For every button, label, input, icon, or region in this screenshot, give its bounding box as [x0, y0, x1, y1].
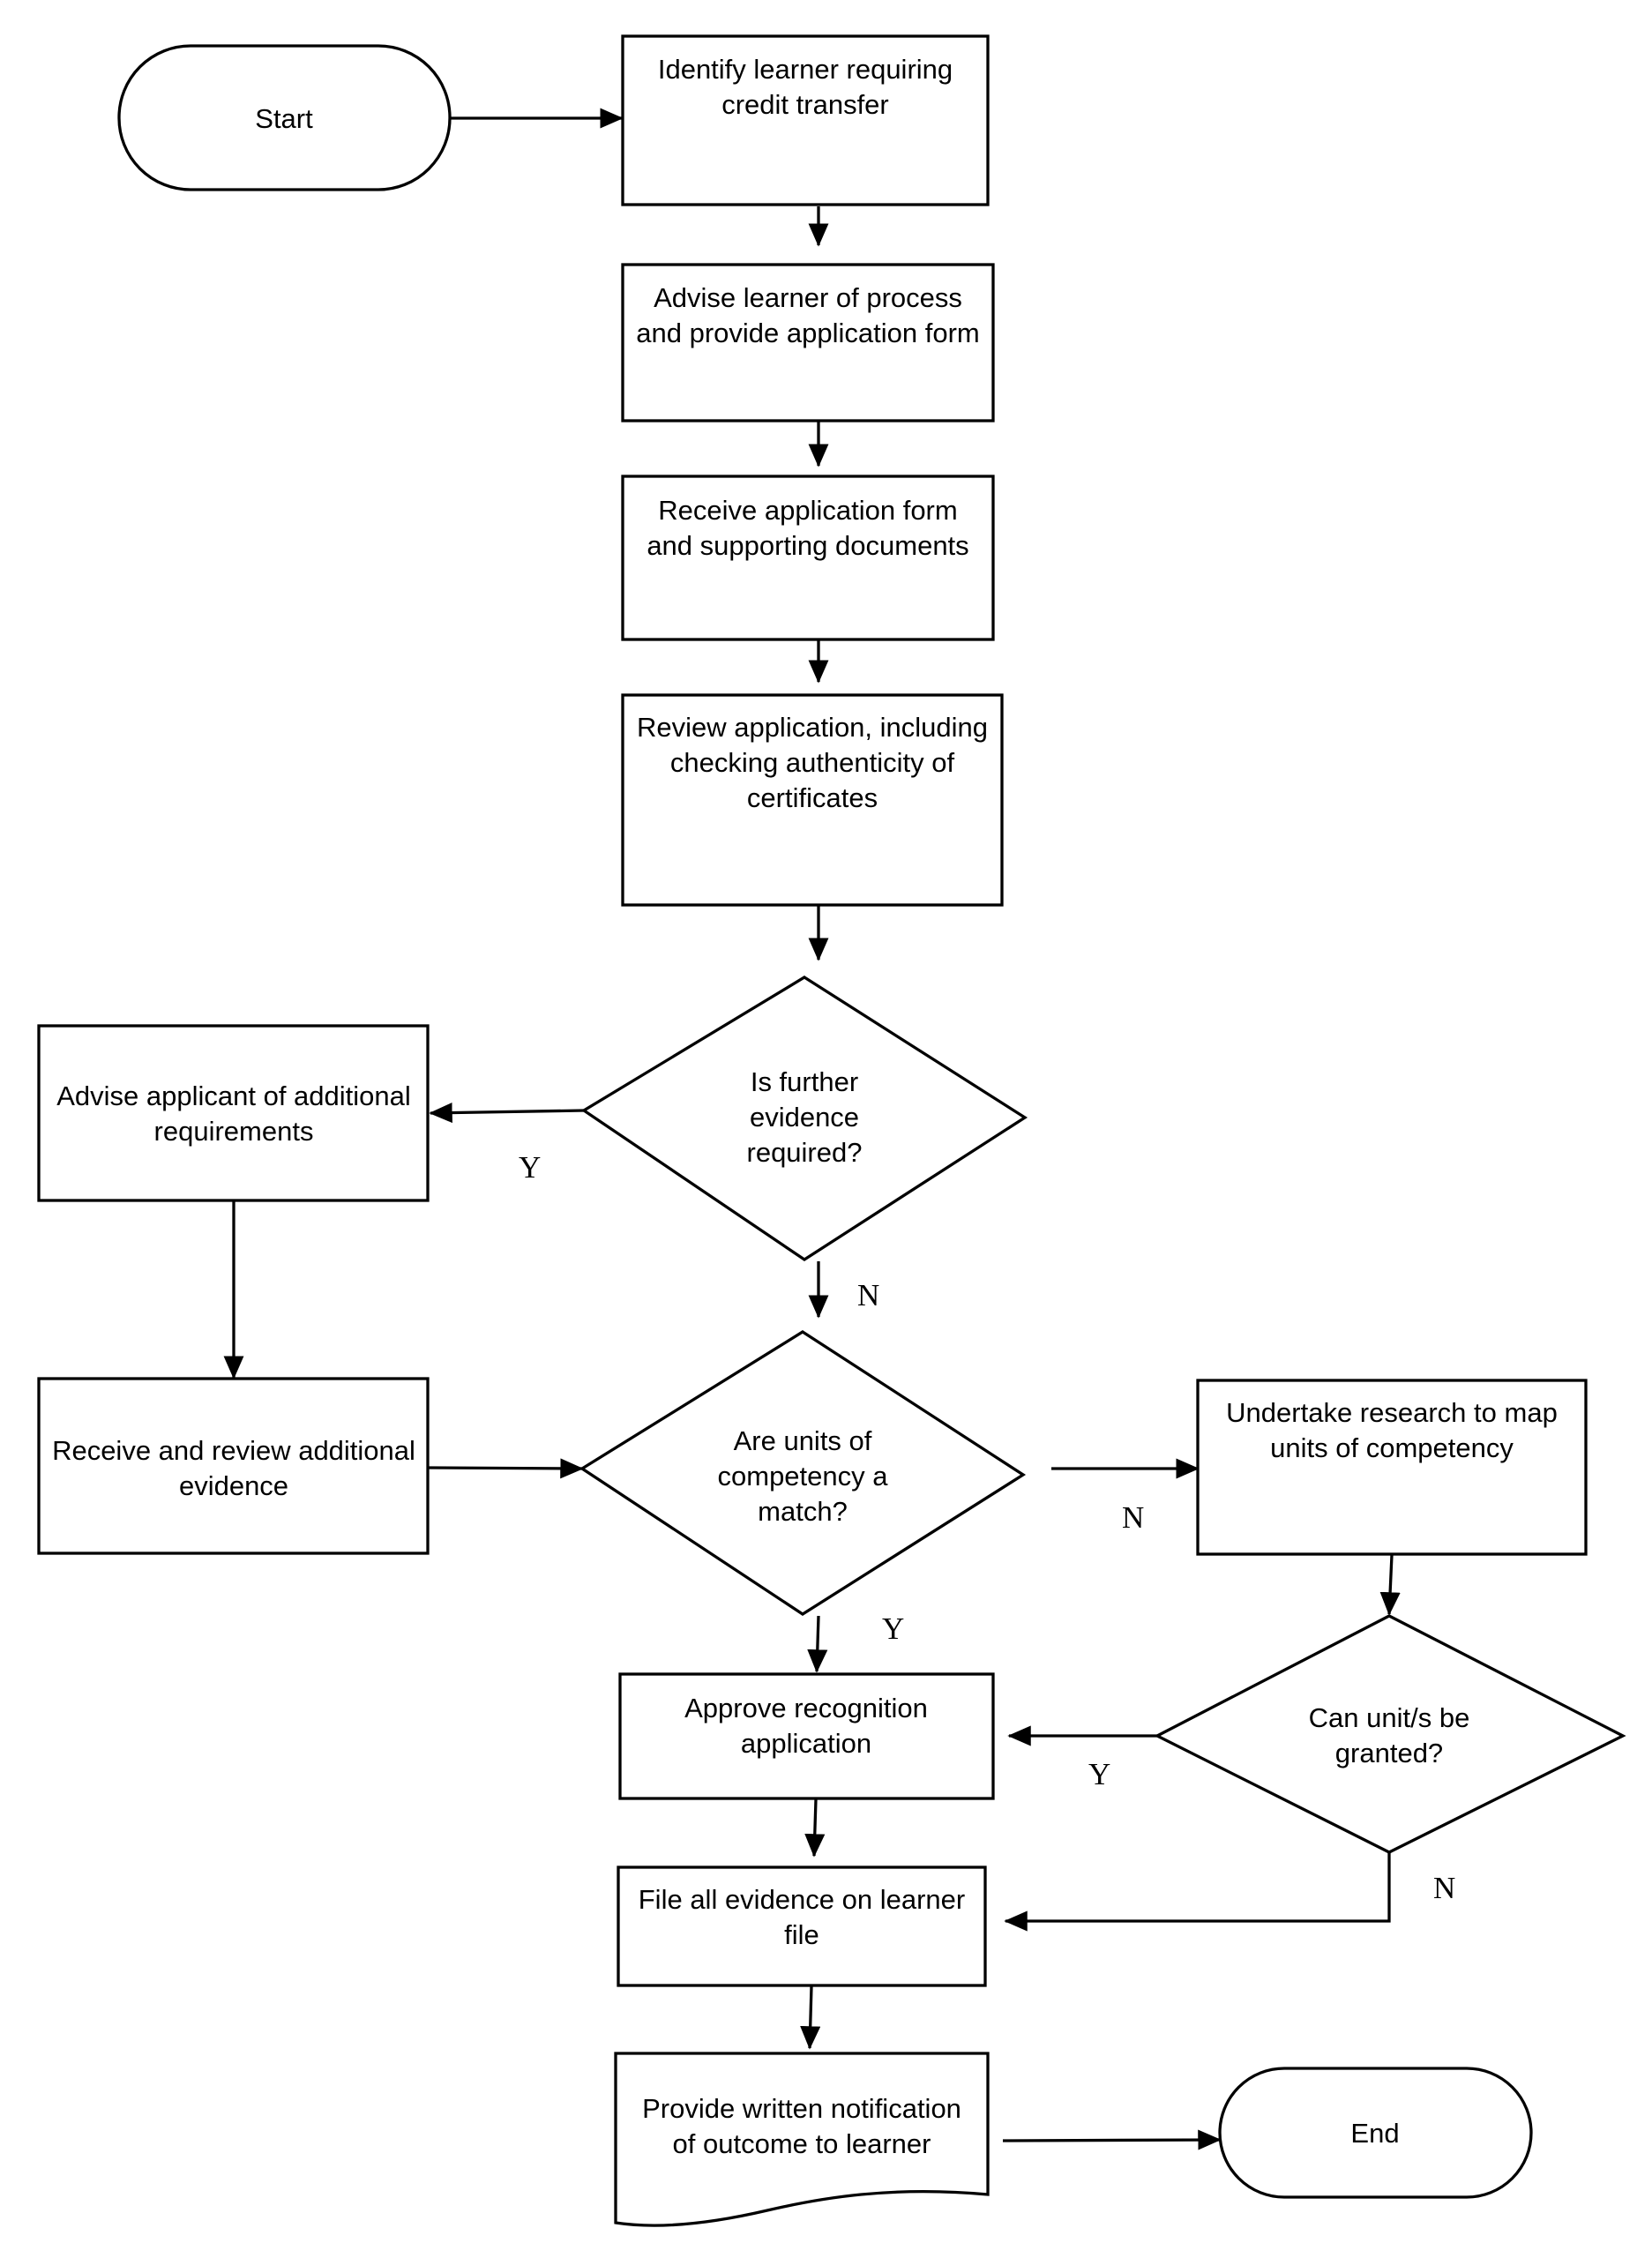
decision-can-grant-text: Can unit/s be granted?: [1309, 1702, 1470, 1768]
decision-can-grant: Can unit/s be granted?: [1154, 1614, 1626, 1854]
decision-can-grant-text-line: Can unit/s be: [1309, 1702, 1470, 1733]
decision-further-evidence-text-line: required?: [747, 1137, 863, 1168]
node-review-application-text-line: Review application, including: [637, 712, 988, 743]
node-start: Start: [117, 44, 452, 191]
node-written-notification-text: Provide written notification of outcome t…: [642, 2093, 961, 2159]
node-undertake-research: Undertake research to map units of compet…: [1196, 1379, 1588, 1556]
decision-units-match-text-line: competency a: [718, 1461, 889, 1492]
node-advise-learner-text: Advise learner of process and provide app…: [636, 282, 979, 348]
edge-grant-no: [1004, 1852, 1391, 1932]
node-identify-learner-text-line: Identify learner requiring: [658, 54, 953, 85]
decision-units-match-text-line: match?: [758, 1496, 848, 1527]
node-approve-recognition-text-line: Approve recognition: [684, 1693, 928, 1723]
node-receive-additional-text-line: Receive and review additional: [52, 1435, 415, 1466]
node-receive-application-text-line: and supporting documents: [647, 530, 968, 561]
node-approve-recognition: Approve recognition application: [618, 1672, 995, 1800]
edge-receive-additional-to-units-match: [428, 1458, 584, 1479]
node-file-evidence-text-line: File all evidence on learner: [639, 1884, 966, 1915]
node-receive-application: Receive application form and supporting d…: [621, 475, 995, 641]
node-advise-applicant-text-line: requirements: [154, 1116, 314, 1147]
edge-match-yes: [807, 1615, 828, 1673]
node-file-evidence-text: File all evidence on learner file: [639, 1884, 966, 1950]
node-approve-recognition-text: Approve recognition application: [684, 1693, 928, 1759]
node-receive-additional: Receive and review additional evidence: [37, 1377, 430, 1555]
node-written-notification-text-line: Provide written notification: [642, 2093, 961, 2124]
decision-further-evidence-text: Is further evidence required?: [747, 1066, 863, 1168]
node-review-application-text: Review application, including checking au…: [637, 712, 988, 813]
decision-units-match-text: Are units of competency a match?: [718, 1425, 889, 1527]
edge-labels: Y N N Y Y N: [519, 1150, 1455, 1905]
node-review-application: Review application, including checking au…: [621, 693, 1004, 907]
node-receive-additional-text-line: evidence: [179, 1470, 288, 1501]
node-start-text-line: Start: [255, 103, 313, 134]
node-advise-learner-text-line: and provide application form: [636, 318, 979, 348]
node-end: End: [1218, 2067, 1533, 2199]
edge-research-to-can-grant: [1379, 1554, 1401, 1616]
edges: [223, 108, 1401, 2150]
label-further-yes: Y: [519, 1150, 541, 1185]
node-review-application-text-line: checking authenticity of: [670, 747, 955, 778]
node-file-evidence: File all evidence on learner file: [617, 1865, 987, 1987]
node-undertake-research-text-line: Undertake research to map: [1226, 1397, 1558, 1428]
node-approve-recognition-text-line: application: [741, 1728, 871, 1759]
label-match-no: N: [1122, 1500, 1144, 1535]
edge-further-yes: [429, 1103, 585, 1124]
node-start-text: Start: [255, 103, 313, 134]
label-grant-no: N: [1433, 1871, 1455, 1905]
node-review-application-text-line: certificates: [747, 782, 878, 813]
node-receive-application-text-line: Receive application form: [658, 495, 957, 526]
node-file-evidence-text-line: file: [784, 1919, 819, 1950]
decision-can-grant-text-line: granted?: [1335, 1738, 1443, 1768]
decision-further-evidence-text-line: Is further: [751, 1066, 858, 1097]
label-match-yes: Y: [882, 1611, 904, 1646]
node-advise-applicant-text-line: Advise applicant of additional: [56, 1080, 411, 1111]
node-identify-learner: Identify learner requiring credit transfe…: [621, 34, 990, 206]
label-grant-yes: Y: [1088, 1757, 1110, 1791]
edge-file-to-notify: [800, 1985, 821, 2050]
node-advise-applicant: Advise applicant of additional requiremen…: [37, 1024, 430, 1202]
node-advise-learner-text-line: Advise learner of process: [654, 282, 962, 313]
edge-approve-to-file: [804, 1798, 826, 1858]
node-advise-applicant-text: Advise applicant of additional requiremen…: [56, 1080, 411, 1147]
node-end-text-line: End: [1350, 2118, 1399, 2149]
node-receive-application-text: Receive application form and supporting d…: [647, 495, 968, 561]
node-end-text: End: [1350, 2118, 1399, 2149]
node-receive-additional-text: Receive and review additional evidence: [52, 1435, 415, 1501]
node-written-notification-text-line: of outcome to learner: [673, 2128, 931, 2159]
node-written-notification: Provide written notification of outcome t…: [614, 2052, 990, 2227]
label-further-no: N: [857, 1278, 879, 1312]
decision-further-evidence-text-line: evidence: [750, 1102, 859, 1133]
decision-units-match: Are units of competency a match?: [579, 1330, 1027, 1616]
node-identify-learner-text-line: credit transfer: [721, 89, 889, 120]
node-advise-learner: Advise learner of process and provide app…: [621, 263, 995, 422]
node-undertake-research-text: Undertake research to map units of compet…: [1226, 1397, 1558, 1463]
node-identify-learner-text: Identify learner requiring credit transfe…: [658, 54, 953, 120]
edge-notify-to-end: [1002, 2129, 1222, 2150]
decision-further-evidence: Is further evidence required?: [580, 976, 1028, 1261]
decision-units-match-text-line: Are units of: [734, 1425, 872, 1456]
node-undertake-research-text-line: units of competency: [1270, 1432, 1514, 1463]
